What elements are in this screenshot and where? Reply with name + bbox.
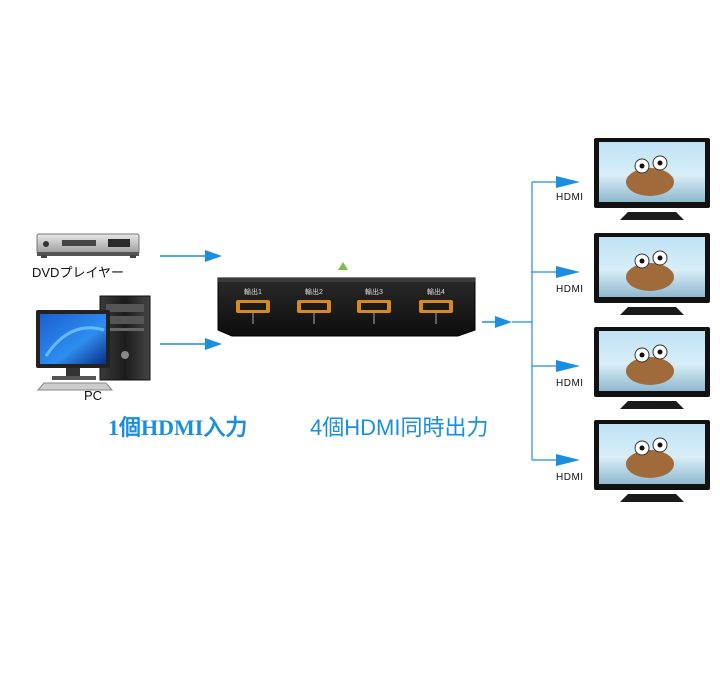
input-arrow-pc <box>160 338 222 350</box>
pc-label: PC <box>84 388 103 403</box>
output-caption: 4個HDMI同時出力 <box>310 415 489 440</box>
hdmi-splitter <box>217 262 476 337</box>
hdmi-port-2 <box>297 300 331 324</box>
tv-monitor-icon <box>594 327 710 409</box>
output-branch-4 <box>532 454 580 466</box>
tv-monitor-icon <box>594 420 710 502</box>
desktop-pc-icon <box>36 295 151 391</box>
dvd-player-label: DVDプレイヤー <box>32 265 125 280</box>
tv-monitor-icon <box>594 233 710 315</box>
hdmi-port-1 <box>236 300 270 324</box>
dvd-player-icon <box>36 233 140 258</box>
tv-monitor-icon <box>594 138 710 220</box>
output-arrow-main <box>482 316 532 328</box>
output-branch-3 <box>532 360 580 372</box>
input-arrow-dvd <box>160 250 222 262</box>
hdmi-port-3 <box>357 300 391 324</box>
output-label-2: HDMI <box>556 284 584 295</box>
output-branch-1 <box>532 176 580 188</box>
port-label-1: 輸出1 <box>244 289 262 296</box>
output-label-3: HDMI <box>556 378 584 389</box>
hdmi-port-4 <box>419 300 453 324</box>
output-branch-2 <box>532 266 580 278</box>
output-label-4: HDMI <box>556 472 584 483</box>
port-label-4: 輸出4 <box>427 289 445 296</box>
port-label-2: 輸出2 <box>305 289 323 296</box>
output-label-1: HDMI <box>556 192 584 203</box>
input-caption: 1個HDMI入力 <box>108 415 248 440</box>
port-label-3: 輸出3 <box>365 289 383 296</box>
